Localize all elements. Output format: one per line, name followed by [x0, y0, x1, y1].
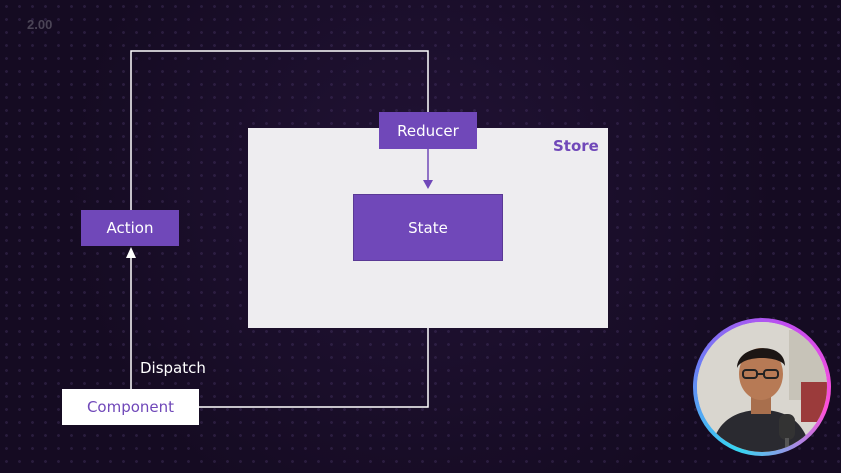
dispatch-label: Dispatch — [140, 359, 206, 377]
action-box: Action — [81, 210, 179, 246]
component-box: Component — [62, 389, 199, 425]
dispatch-arrowhead-icon — [126, 247, 136, 258]
state-box: State — [353, 194, 503, 261]
presenter-webcam — [693, 318, 831, 456]
presenter-avatar-icon — [697, 322, 827, 452]
reducer-to-state-arrowhead-icon — [423, 180, 433, 189]
reducer-box: Reducer — [379, 112, 477, 149]
slide-number: 2.00 — [27, 17, 53, 32]
action-to-reducer-line — [130, 50, 429, 210]
component-to-store-line — [199, 328, 429, 408]
store-label: Store — [553, 137, 599, 155]
